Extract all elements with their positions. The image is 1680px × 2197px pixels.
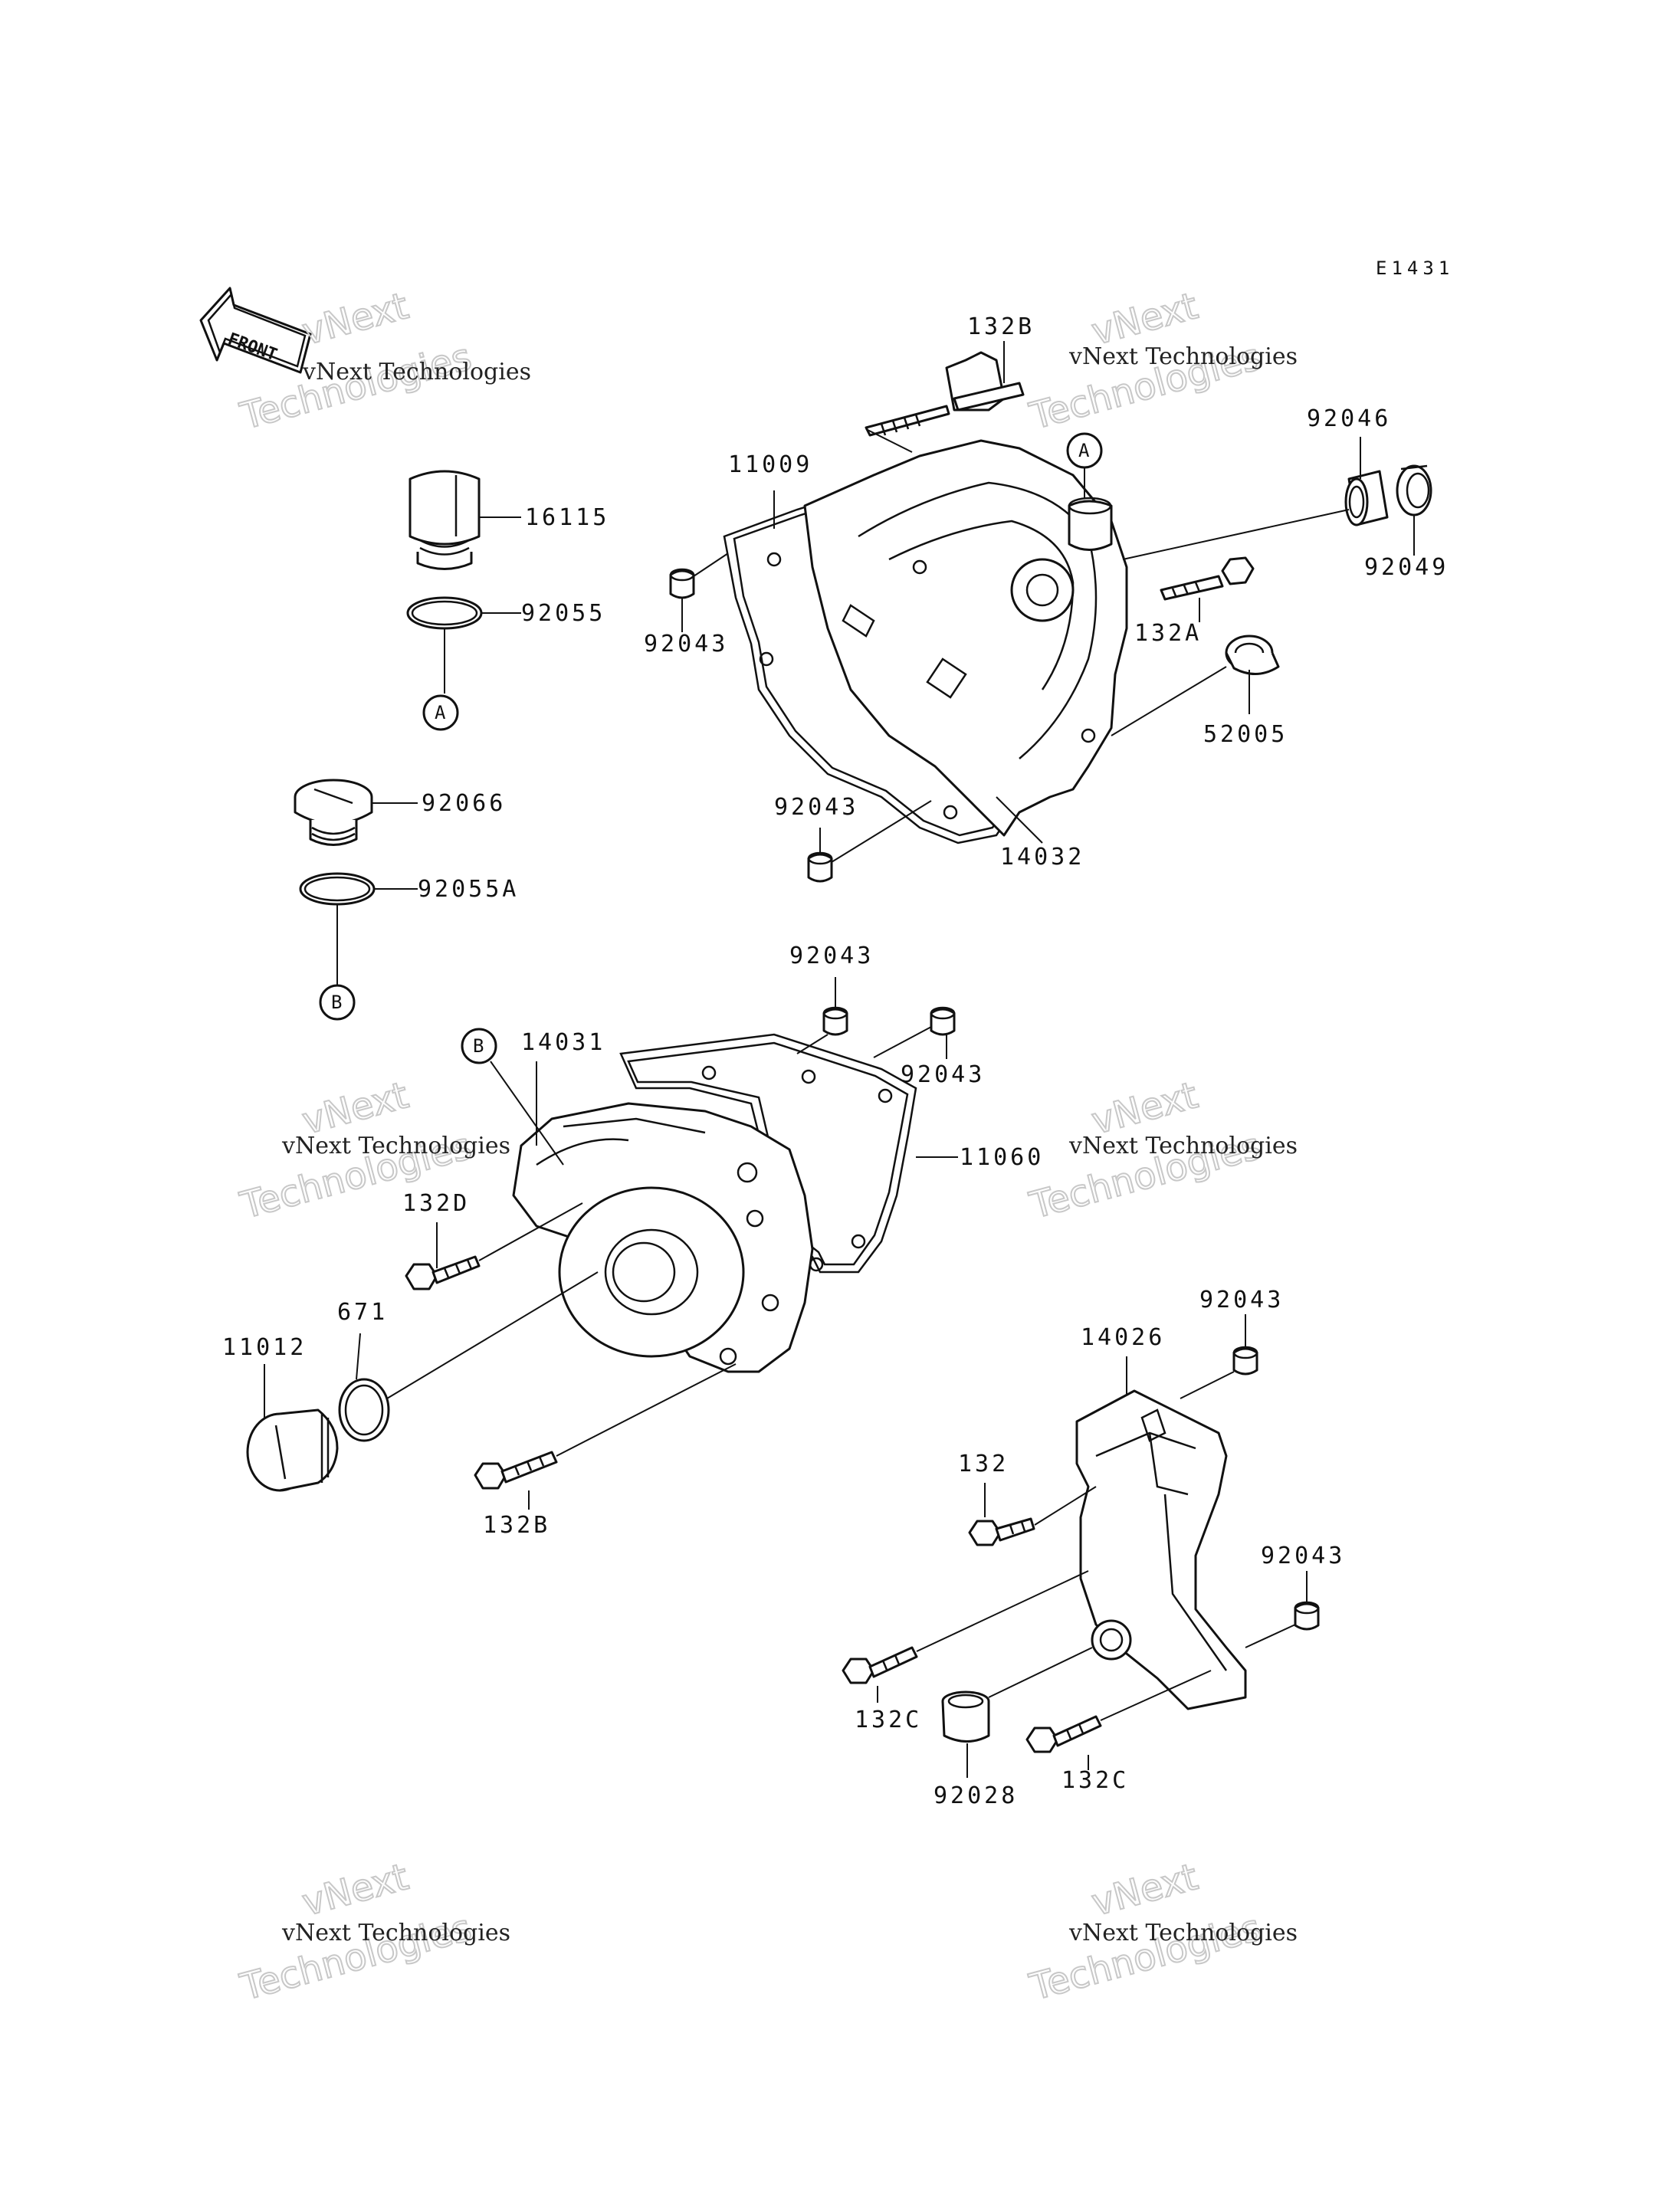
label-92028: 92028 bbox=[934, 1782, 1018, 1809]
label-52005: 52005 bbox=[1203, 721, 1288, 748]
diagram-code: E1431 bbox=[1376, 257, 1454, 279]
label-92055: 92055 bbox=[521, 600, 605, 627]
clutch-cover-14032 bbox=[803, 439, 1128, 844]
label-16115: 16115 bbox=[525, 504, 609, 531]
label-92046: 92046 bbox=[1307, 405, 1391, 432]
svg-text:vNext: vNext bbox=[1088, 1855, 1203, 1924]
dowel-92043-d bbox=[873, 1006, 956, 1059]
watermark-text: vNext Technologies bbox=[281, 1920, 510, 1946]
bolt-132C-b bbox=[1025, 1670, 1212, 1770]
watermark-text: vNext Technologies bbox=[1068, 1133, 1298, 1159]
svg-text:B: B bbox=[473, 1035, 484, 1057]
label-132B-bottom: 132B bbox=[483, 1512, 550, 1539]
dowel-92043-a bbox=[669, 553, 729, 632]
oil-seal-92049 bbox=[1396, 464, 1432, 556]
svg-text:vNext: vNext bbox=[298, 284, 413, 353]
part-labels: 132B 11009 92046 16115 92055 92049 132A … bbox=[222, 313, 1449, 1809]
svg-text:A: A bbox=[435, 702, 446, 723]
oil-filler-cap-16115 bbox=[409, 470, 521, 570]
label-92043-f: 92043 bbox=[1261, 1543, 1345, 1569]
label-92055A: 92055A bbox=[418, 876, 519, 903]
svg-text:B: B bbox=[331, 992, 342, 1013]
label-132C-b: 132C bbox=[1061, 1767, 1129, 1794]
label-11060: 11060 bbox=[960, 1144, 1044, 1171]
watermark-text: vNext Technologies bbox=[302, 359, 531, 385]
watermark-text: vNext Technologies bbox=[1068, 1920, 1298, 1946]
label-132: 132 bbox=[958, 1451, 1009, 1477]
label-92043-c: 92043 bbox=[789, 943, 874, 969]
bolt-132D bbox=[405, 1202, 583, 1290]
dowel-92043-b bbox=[807, 800, 932, 883]
seal-52005 bbox=[1111, 635, 1280, 736]
bolt-132 bbox=[968, 1483, 1097, 1546]
front-arrow-icon: FRONT bbox=[199, 287, 312, 374]
label-14026: 14026 bbox=[1081, 1324, 1165, 1351]
dowel-92043-c bbox=[796, 977, 848, 1054]
o-ring-671 bbox=[338, 1271, 599, 1442]
dowel-92043-e bbox=[1180, 1314, 1258, 1399]
guide-14026 bbox=[1075, 1356, 1247, 1710]
bolt-132A bbox=[1160, 556, 1255, 622]
callout-B-left: B bbox=[319, 984, 356, 1021]
label-671: 671 bbox=[337, 1299, 388, 1326]
label-92043-e: 92043 bbox=[1199, 1287, 1284, 1313]
label-92066: 92066 bbox=[422, 790, 506, 817]
svg-text:A: A bbox=[1078, 440, 1090, 461]
bolt-132B-top bbox=[865, 341, 1025, 453]
label-11009: 11009 bbox=[728, 451, 812, 478]
label-92043-a: 92043 bbox=[644, 631, 728, 657]
o-ring-92055 bbox=[406, 596, 521, 694]
callout-A-top: A bbox=[1066, 432, 1103, 498]
dowel-92043-f bbox=[1245, 1571, 1320, 1648]
gasket-11060 bbox=[619, 1033, 958, 1274]
generator-cover-14031 bbox=[512, 1061, 814, 1373]
o-ring-92055A bbox=[299, 872, 418, 985]
callout-A-left: A bbox=[422, 694, 459, 731]
label-11012: 11012 bbox=[222, 1334, 307, 1361]
label-14032: 14032 bbox=[1000, 844, 1084, 871]
bolt-132C-a bbox=[842, 1570, 1089, 1703]
bolt-132B-bottom bbox=[474, 1363, 737, 1510]
label-14031: 14031 bbox=[521, 1029, 605, 1056]
label-132C-a: 132C bbox=[855, 1707, 922, 1733]
label-132A: 132A bbox=[1134, 620, 1202, 647]
collar-92028 bbox=[941, 1647, 1093, 1778]
label-92049: 92049 bbox=[1364, 554, 1449, 581]
watermark-text: vNext Technologies bbox=[281, 1133, 510, 1159]
label-132D: 132D bbox=[402, 1190, 470, 1217]
label-92043-d: 92043 bbox=[901, 1061, 985, 1088]
plug-11012 bbox=[246, 1364, 339, 1492]
bearing-92046 bbox=[1122, 437, 1389, 560]
callout-B-cover: B bbox=[461, 1028, 564, 1166]
watermark-text: vNext Technologies bbox=[1068, 343, 1298, 370]
label-92043-b: 92043 bbox=[774, 794, 858, 821]
plug-92066 bbox=[294, 779, 418, 846]
label-132B-top: 132B bbox=[967, 313, 1035, 340]
svg-text:vNext: vNext bbox=[298, 1855, 413, 1924]
